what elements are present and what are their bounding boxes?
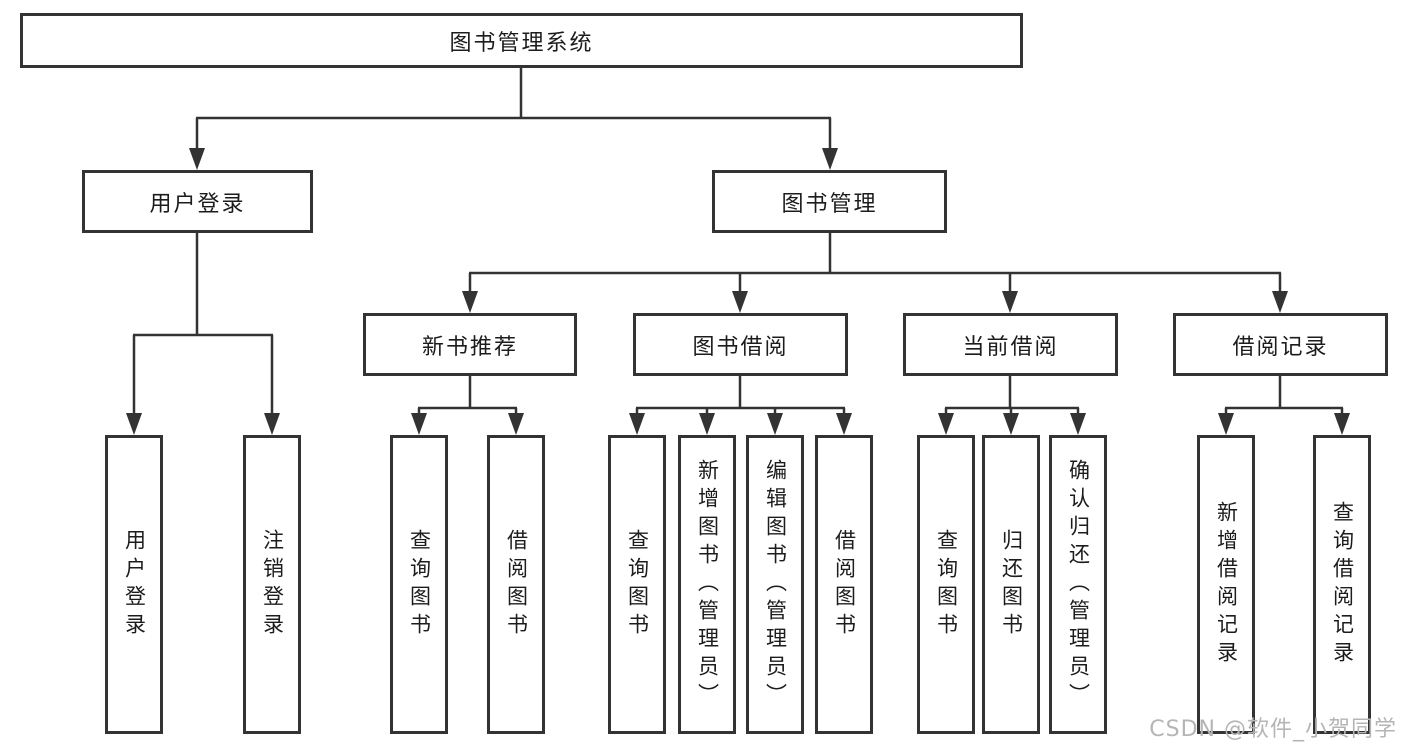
node-book-borrowing: 图书借阅	[633, 313, 848, 376]
node-leaf-add-borrow-record: 新增借阅记录	[1197, 435, 1255, 734]
node-user-login: 用户登录	[82, 170, 313, 233]
csdn-watermark: CSDN @软件_小贺同学	[1149, 717, 1397, 742]
node-leaf-query-books-borrowing: 查询图书	[608, 435, 666, 734]
node-leaf-query-books-current: 查询图书	[917, 435, 975, 734]
node-leaf-confirm-return-admin: 确认归还（管理员）	[1049, 435, 1107, 734]
node-leaf-query-books-recommend: 查询图书	[390, 435, 448, 734]
node-book-management: 图书管理	[712, 170, 947, 233]
node-leaf-user-login: 用户登录	[105, 435, 163, 734]
node-leaf-query-borrow-record: 查询借阅记录	[1313, 435, 1371, 734]
node-library-management-system: 图书管理系统	[20, 13, 1023, 68]
node-leaf-borrow-books-recommend: 借阅图书	[487, 435, 545, 734]
node-leaf-add-books-admin: 新增图书（管理员）	[678, 435, 736, 734]
node-leaf-edit-books-admin: 编辑图书（管理员）	[746, 435, 804, 734]
node-leaf-logout: 注销登录	[243, 435, 301, 734]
node-new-book-recommendation: 新书推荐	[363, 313, 577, 376]
node-borrow-records: 借阅记录	[1173, 313, 1388, 376]
node-leaf-borrow-books: 借阅图书	[815, 435, 873, 734]
node-current-borrowing: 当前借阅	[903, 313, 1118, 376]
node-leaf-return-books: 归还图书	[982, 435, 1040, 734]
